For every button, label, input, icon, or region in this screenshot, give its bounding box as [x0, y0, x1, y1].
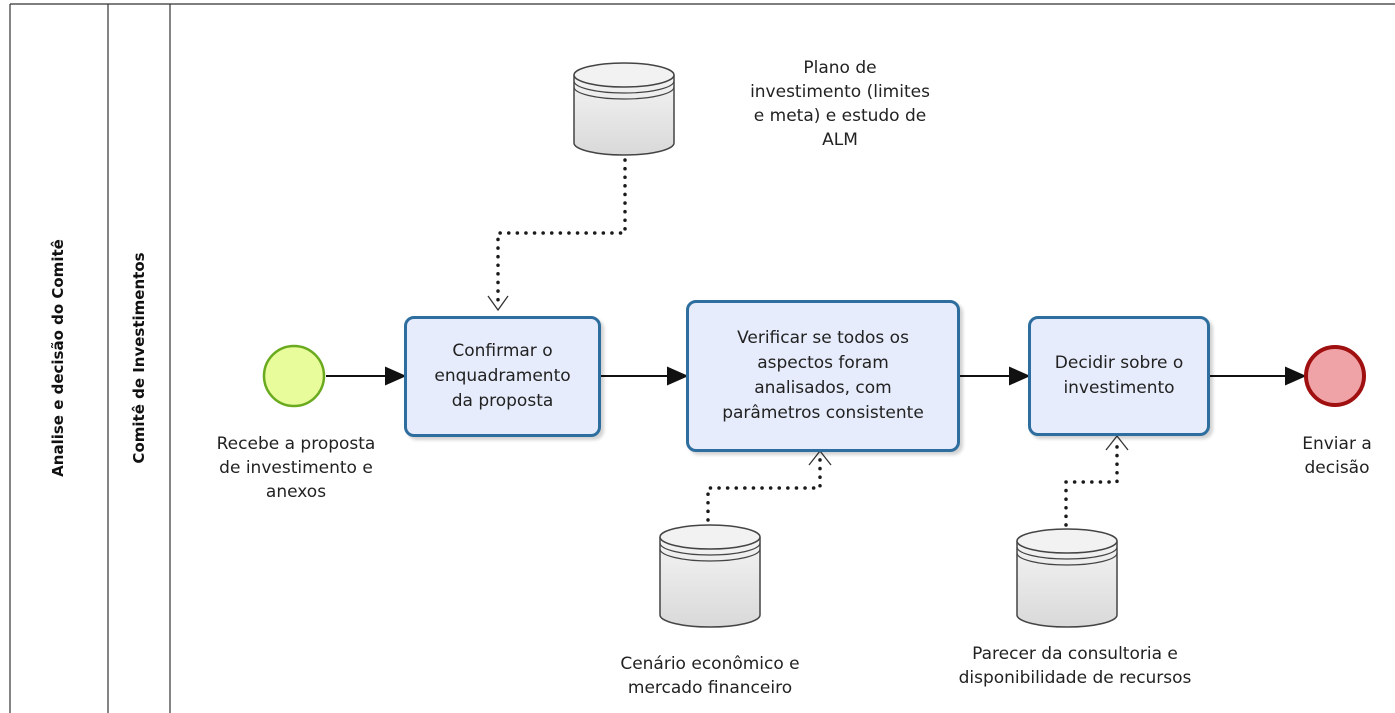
data-store-plan[interactable] [573, 62, 675, 156]
task-verify-aspects[interactable]: Verificar se todos os aspectos foram ana… [686, 300, 960, 452]
task-label: Decidir sobre o investimento [1054, 353, 1184, 398]
association-consulting-to-task3 [1064, 440, 1119, 527]
arrowhead-task2 [808, 449, 832, 466]
data-store-consulting-label: Parecer da consultoria e disponibilidade… [958, 644, 1192, 688]
task-label: Verificar se todos os aspectos foram ana… [722, 328, 924, 423]
start-event-circle[interactable] [262, 344, 326, 408]
lane-label: Comitê de Investimentos [130, 252, 148, 464]
end-event-label: Enviar a decisão [1302, 434, 1372, 478]
data-store-consulting[interactable] [1016, 528, 1118, 628]
start-event-label: Recebe a proposta de investimento e anex… [216, 434, 376, 502]
arrowhead-task1 [487, 295, 509, 312]
associations [496, 158, 1119, 527]
data-store-plan-label: Plano de investimento (limites e meta) e… [750, 58, 930, 150]
data-store-scenario[interactable] [659, 524, 761, 628]
task-confirm-framework[interactable]: Confirmar o enquadramento da proposta [404, 316, 601, 437]
pool-label: Analise e decisão do Comitê [49, 239, 67, 477]
task-label: Confirmar o enquadramento da proposta [434, 341, 571, 411]
task-decide-investment[interactable]: Decidir sobre o investimento [1028, 316, 1210, 436]
arrowhead-task3 [1105, 434, 1129, 451]
association-scenario-to-task2 [706, 456, 822, 522]
data-store-scenario-label: Cenário econômico e mercado financeiro [620, 654, 800, 698]
sequence-flows [326, 366, 1307, 386]
end-event-circle[interactable] [1304, 345, 1366, 407]
association-plan-to-task1 [496, 158, 627, 307]
pool-frame [9, 3, 1395, 713]
